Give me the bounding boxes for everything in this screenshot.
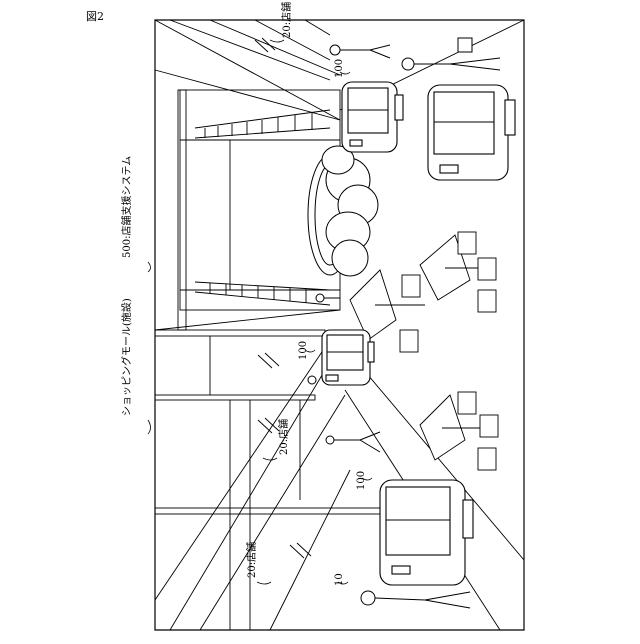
planter-foliage (308, 146, 378, 276)
label-store-bottom: 20:店舗 (245, 542, 258, 578)
label-user: 10 (334, 573, 345, 586)
robot-top-large (428, 85, 515, 180)
label-store-middle: 20:店舗 (277, 419, 290, 455)
leader-lines (148, 40, 372, 584)
figure-label: 図2 (86, 10, 104, 23)
label-system: 500:店舗支援システム (120, 156, 133, 258)
label-robot-top: 100 (334, 59, 345, 78)
label-robot-bottom: 100 (356, 471, 367, 490)
label-mall: ショッピングモール(施設) (120, 298, 133, 416)
label-robot-middle: 100 (298, 341, 309, 360)
robot-bottom (380, 480, 473, 585)
robot-top-small (342, 82, 403, 152)
robot-middle (322, 330, 374, 385)
label-store-top: 20:店舗 (280, 2, 293, 38)
